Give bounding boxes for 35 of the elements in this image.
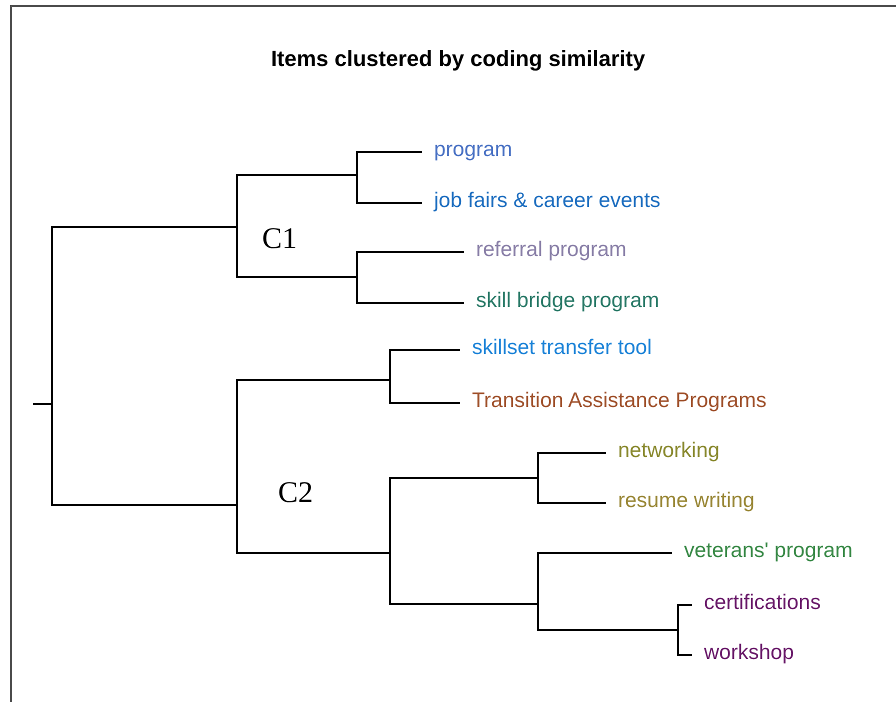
dendrogram-line [52,504,237,506]
dendrogram-line [390,349,460,351]
dendrogram-line [357,302,464,304]
dendrogram-line [33,403,52,405]
dendrogram-line [678,654,692,656]
title: Items clustered by coding similarity [270,45,646,73]
dendrogram-line [390,603,538,605]
dendrogram-line [390,402,460,404]
dendrogram-line [357,202,422,204]
leaf-label: veterans' program [672,538,853,564]
dendrogram-line [390,477,538,479]
dendrogram-line [538,502,606,504]
leaf-label: networking [606,438,720,464]
leaf-label: skill bridge program [464,288,660,314]
cluster-label: C1 [262,222,298,256]
dendrogram-line [52,226,237,228]
leaf-label: Transition Assistance Programs [460,388,767,414]
leaf-label: workshop [692,640,794,666]
dendrogram-line [538,552,672,554]
leaf-label: program [422,137,512,163]
dendrogram-line [678,604,692,606]
dendrogram-line [237,276,357,278]
dendrogram-line [237,174,357,176]
dendrogram-line [357,151,422,153]
leaf-label: resume writing [606,488,755,514]
cluster-label: C2 [278,476,314,510]
leaf-label: job fairs & career events [422,188,660,214]
dendrogram-line [357,251,464,253]
dendrogram-line [237,552,390,554]
leaf-label: certifications [692,590,821,616]
leaf-label: skillset transfer tool [460,335,652,361]
dendrogram-line [538,452,606,454]
dendrogram-line [538,629,678,631]
leaf-label: referral program [464,237,627,263]
dendrogram-line [237,379,390,381]
